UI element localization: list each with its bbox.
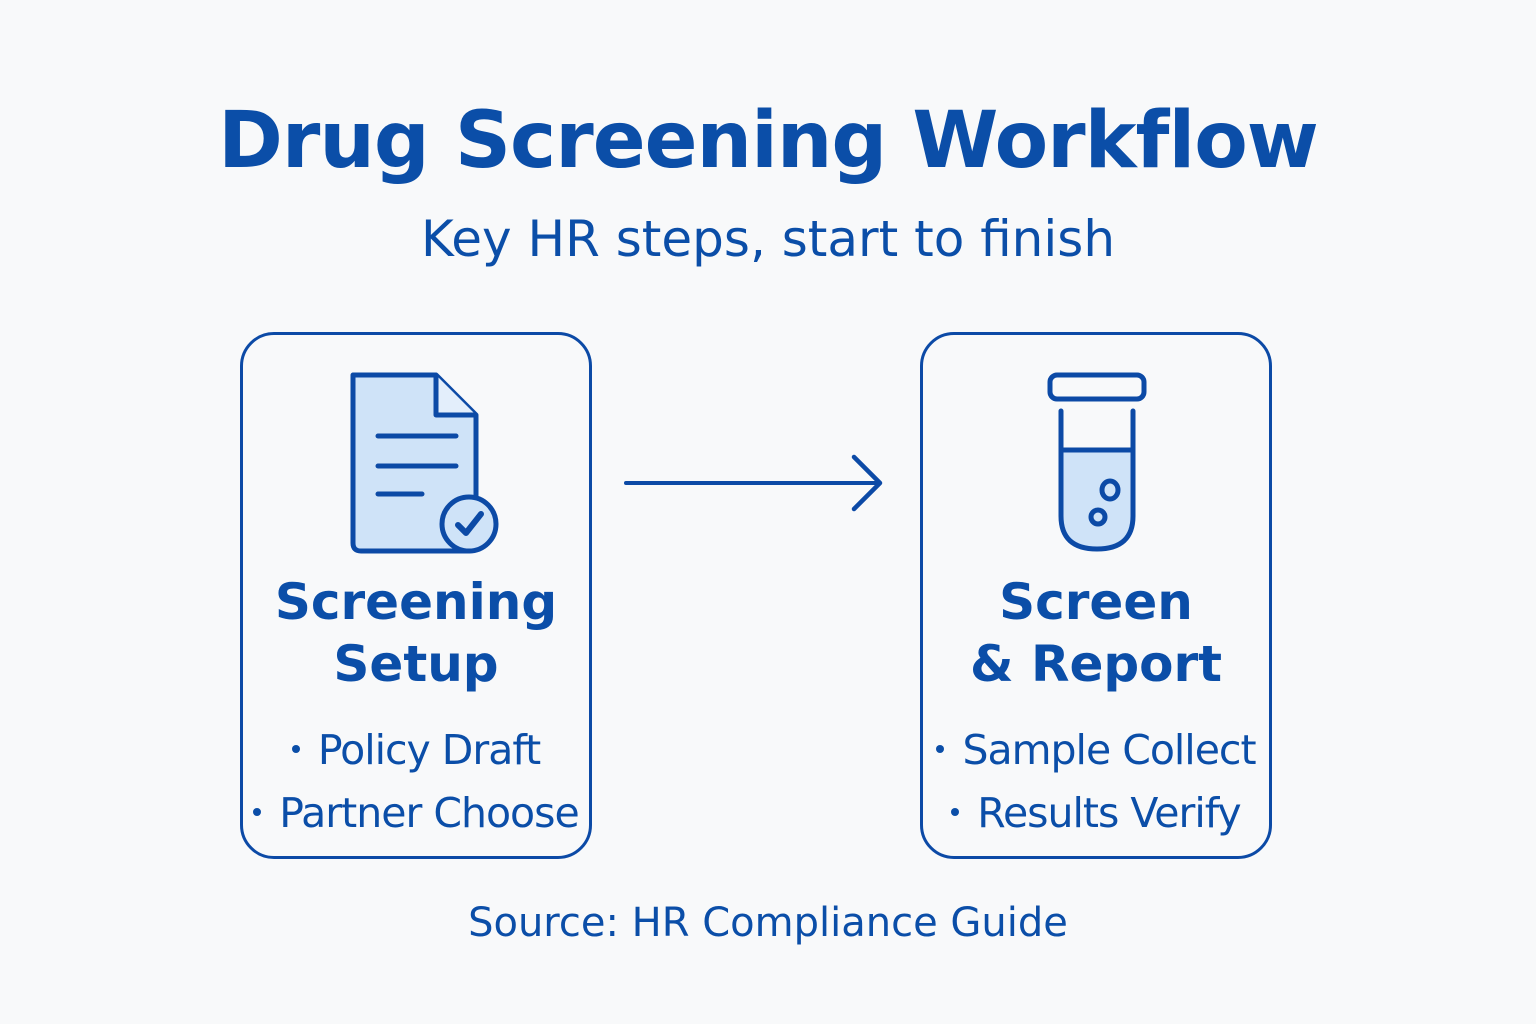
bullet-item: Sample Collect <box>923 719 1269 782</box>
bullet-dot-icon <box>253 808 262 816</box>
step-heading: Screen & Report <box>923 571 1269 695</box>
step-card-screening-setup: Screening Setup Policy Draft Partner Cho… <box>240 332 592 859</box>
source-caption: Source: HR Compliance Guide <box>468 900 1068 946</box>
bullet-text: Sample Collect <box>962 726 1256 774</box>
bullet-item: Results Verify <box>923 782 1269 845</box>
bullet-text: Results Verify <box>977 789 1241 837</box>
step-card-screen-report: Screen & Report Sample Collect Results V… <box>920 332 1272 859</box>
step-heading-line-1: Screen <box>999 573 1193 631</box>
step-heading-line-1: Screening <box>274 573 558 631</box>
step-bullet-list: Policy Draft Partner Choose <box>243 719 589 845</box>
diagram-title: Drug Screening Workflow <box>218 96 1319 186</box>
bullet-item: Policy Draft <box>243 719 589 782</box>
bullet-dot-icon <box>951 808 960 816</box>
bullet-text: Policy Draft <box>317 726 541 774</box>
step-bullet-list: Sample Collect Results Verify <box>923 719 1269 845</box>
bullet-text: Partner Choose <box>279 789 579 837</box>
diagram-subtitle: Key HR steps, start to finish <box>420 210 1116 268</box>
bullet-dot-icon <box>936 745 945 753</box>
test-tube-icon <box>923 371 1269 556</box>
step-heading-line-2: & Report <box>969 635 1223 693</box>
document-check-icon <box>243 371 589 556</box>
bullet-item: Partner Choose <box>243 782 589 845</box>
step-heading: Screening Setup <box>243 571 589 695</box>
bullet-dot-icon <box>291 745 300 753</box>
step-heading-line-2: Setup <box>333 635 499 693</box>
arrow-right-icon <box>624 454 883 512</box>
